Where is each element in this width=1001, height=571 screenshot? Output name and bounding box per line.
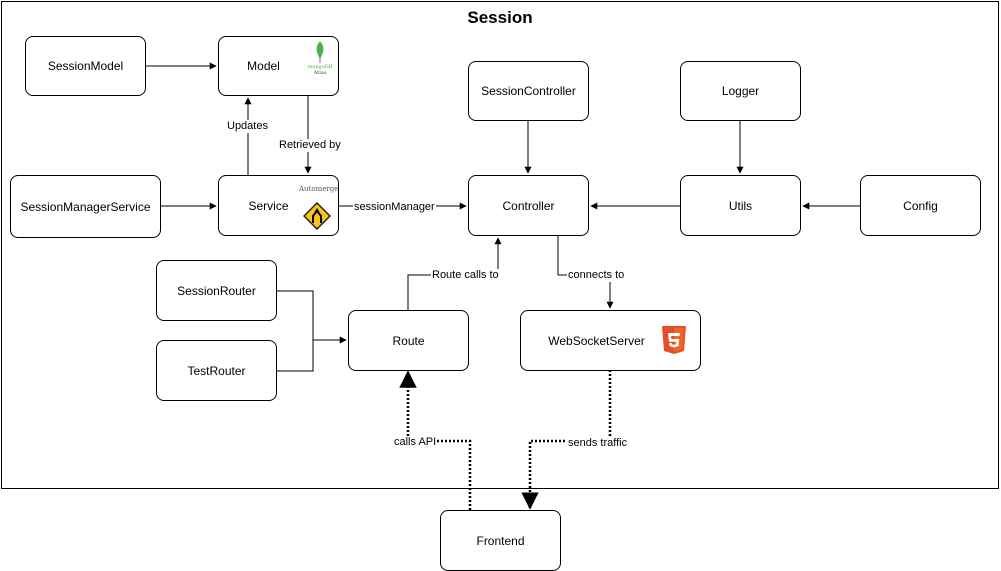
node-label: WebSocketServer [548, 333, 645, 348]
node-label: TestRouter [187, 363, 246, 378]
node-utils[interactable]: Utils [680, 175, 801, 236]
node-session-model[interactable]: SessionModel [25, 36, 146, 96]
node-session-manager-service[interactable]: SessionManagerService [10, 175, 161, 238]
edge-label-retrieved-by: Retrieved by [278, 139, 342, 152]
edge-label-calls-api: calls API [393, 436, 438, 449]
node-label: Logger [721, 84, 760, 98]
node-service[interactable]: Service Automerge [218, 175, 339, 236]
node-frontend[interactable]: Frontend [440, 510, 561, 571]
node-config[interactable]: Config [860, 175, 981, 236]
node-controller[interactable]: Controller [468, 175, 589, 236]
edge-label-updates: Updates [226, 120, 269, 133]
node-label: SessionRouter [177, 283, 256, 298]
container-title: Session [467, 8, 533, 27]
node-model[interactable]: Model mongoDB Atlas [218, 36, 339, 96]
mongodb-atlas-icon [316, 41, 324, 63]
edge-label-sends-traffic: sends traffic [567, 437, 629, 450]
automerge-icon [303, 202, 331, 230]
node-label: Frontend [476, 533, 525, 548]
node-route[interactable]: Route [348, 310, 469, 371]
html5-icon [662, 326, 686, 354]
mongo-text-line2: Atlas [313, 70, 327, 76]
edge-label-route-calls-to: Route calls to [431, 269, 500, 282]
node-websocket-server[interactable]: WebSocketServer [520, 310, 701, 371]
node-label: Route [392, 333, 425, 348]
automerge-caption: Automerge [299, 185, 339, 193]
edge-websocketserver-frontend-dotted [521, 370, 612, 510]
node-label: Utils [728, 198, 753, 213]
node-session-controller[interactable]: SessionController [468, 61, 589, 121]
node-session-router[interactable]: SessionRouter [156, 260, 277, 321]
session-container-frame [1, 1, 999, 489]
edge-testrouter-route [277, 340, 314, 372]
node-label: SessionModel [47, 59, 124, 73]
mongodb-atlas-caption: mongoDB Atlas [303, 64, 337, 76]
edge-sessionrouter-route [277, 290, 314, 340]
node-label: SessionManagerService [20, 199, 151, 214]
node-label: Model [247, 59, 280, 73]
mongo-text-line1: mongoDB [307, 64, 333, 70]
node-label: Controller [502, 198, 555, 213]
edge-frontend-route-dotted [399, 370, 472, 510]
node-label: Config [903, 198, 938, 213]
node-label: Service [248, 198, 289, 213]
edge-label-connects-to: connects to [567, 269, 626, 282]
node-label: SessionController [481, 84, 576, 98]
node-test-router[interactable]: TestRouter [156, 340, 277, 401]
edge-label-session-manager: sessionManager [353, 201, 436, 214]
node-logger[interactable]: Logger [680, 61, 801, 121]
